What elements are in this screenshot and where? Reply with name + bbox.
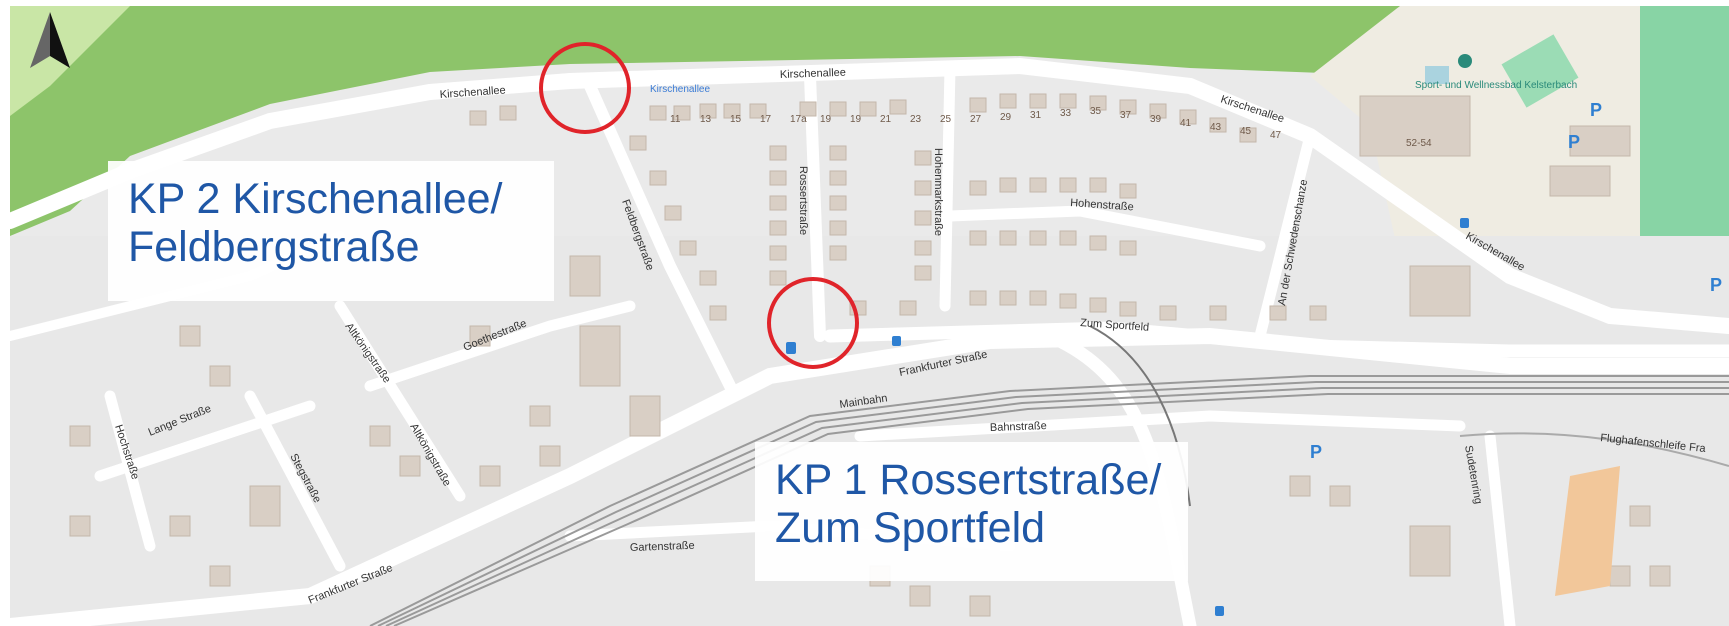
railway <box>369 375 1729 626</box>
house-number: 19 <box>850 114 862 125</box>
house-number: 47 <box>1270 130 1282 141</box>
svg-text:P: P <box>1568 132 1580 152</box>
kp2-callout: KP 2 Kirschenallee/ Feldbergstraße <box>108 161 554 301</box>
label-zum-sportfeld: Zum Sportfeld <box>1080 317 1150 334</box>
kp1-callout: KP 1 Rossertstraße/ Zum Sportfeld <box>755 442 1188 581</box>
parking-icon: P P P P <box>1310 100 1722 462</box>
house-number: 43 <box>1210 122 1222 133</box>
svg-text:P: P <box>1710 275 1722 295</box>
label-kirschenallee-mid: Kirschenallee <box>780 67 846 81</box>
pool-area <box>1425 66 1449 84</box>
label-kirschenallee-west: Kirschenallee <box>439 84 506 101</box>
svg-text:P: P <box>1310 442 1322 462</box>
label-sportbad: Sport- und Wellnessbad Kelsterbach <box>1415 80 1577 91</box>
house-number: 29 <box>1000 112 1012 123</box>
house-number: 41 <box>1180 118 1192 129</box>
house-number: 39 <box>1150 114 1162 125</box>
house-number: 37 <box>1120 110 1132 121</box>
bus-stop-icon <box>786 218 1469 616</box>
rail-loop <box>1459 432 1729 467</box>
house-number: 25 <box>940 114 952 125</box>
house-number: 15 <box>730 114 742 125</box>
house-number: 31 <box>1030 110 1042 121</box>
road-hohenstrasse <box>944 205 1266 252</box>
kp1-callout-line2: Zum Sportfeld <box>775 504 1046 552</box>
svg-text:P: P <box>1590 100 1602 120</box>
green-patch <box>1501 34 1579 108</box>
road-altkoenigstrasse <box>334 300 466 502</box>
road-kirschenallee <box>10 57 1729 334</box>
house-number: 33 <box>1060 108 1072 119</box>
house-number: 17a <box>790 114 807 125</box>
kp1-marker-ring <box>767 277 859 369</box>
house-number: 23 <box>910 114 922 125</box>
house-number: 19 <box>820 114 832 125</box>
forest-area <box>10 6 1400 236</box>
map-view[interactable]: Kirschenallee Kirschenallee Kirschenalle… <box>10 6 1729 626</box>
meadow-area <box>10 6 130 116</box>
road-network <box>10 57 1729 626</box>
north-arrow-icon <box>30 12 70 68</box>
road-frankfurter-strasse <box>10 327 1729 626</box>
house-number: 13 <box>700 114 712 125</box>
road-hochstrasse <box>104 390 156 552</box>
road-goethestrasse <box>364 300 636 392</box>
road-sudetenring <box>1484 430 1516 626</box>
sport-pitch <box>1640 6 1729 256</box>
buildings <box>69 93 1671 617</box>
house-number: 21 <box>880 114 892 125</box>
label-kirschenallee-busstop: Kirschenallee <box>650 84 710 95</box>
house-number: 11 <box>670 114 681 125</box>
label-bahnstrasse: Bahnstraße <box>990 420 1047 434</box>
house-number: 45 <box>1240 126 1252 137</box>
kp2-callout-line2: Feldbergstraße <box>128 223 420 271</box>
road-rossertstrasse <box>804 70 826 342</box>
road-feldbergstrasse <box>584 80 736 392</box>
orange-area <box>1555 466 1620 596</box>
label-hohenmarkstrasse: Hohenmarkstraße <box>932 148 944 236</box>
house-number: 35 <box>1090 106 1102 117</box>
road-stegstrasse <box>244 390 346 572</box>
label-gartenstrasse: Gartenstraße <box>630 540 695 554</box>
house-number: 17 <box>760 114 772 125</box>
swimming-icon <box>1458 54 1472 68</box>
house-number: 27 <box>970 114 982 125</box>
label-hohenstrasse: Hohenstraße <box>1070 197 1134 213</box>
kp2-callout-line1: KP 2 Kirschenallee/ <box>128 175 503 223</box>
map-canvas: Kirschenallee Kirschenallee Kirschenalle… <box>10 6 1729 626</box>
kp1-callout-line1: KP 1 Rossertstraße/ <box>775 456 1162 504</box>
road-bahnstrasse <box>854 410 1466 442</box>
road-hohenmarkstrasse <box>939 62 956 312</box>
road-lange-strasse <box>94 400 316 482</box>
label-rossertstrasse: Rossertstraße <box>797 166 809 235</box>
label-sportbad-number: 52-54 <box>1406 138 1432 149</box>
kp2-marker-ring <box>539 42 631 134</box>
road-schwedenschanze <box>1254 130 1316 342</box>
